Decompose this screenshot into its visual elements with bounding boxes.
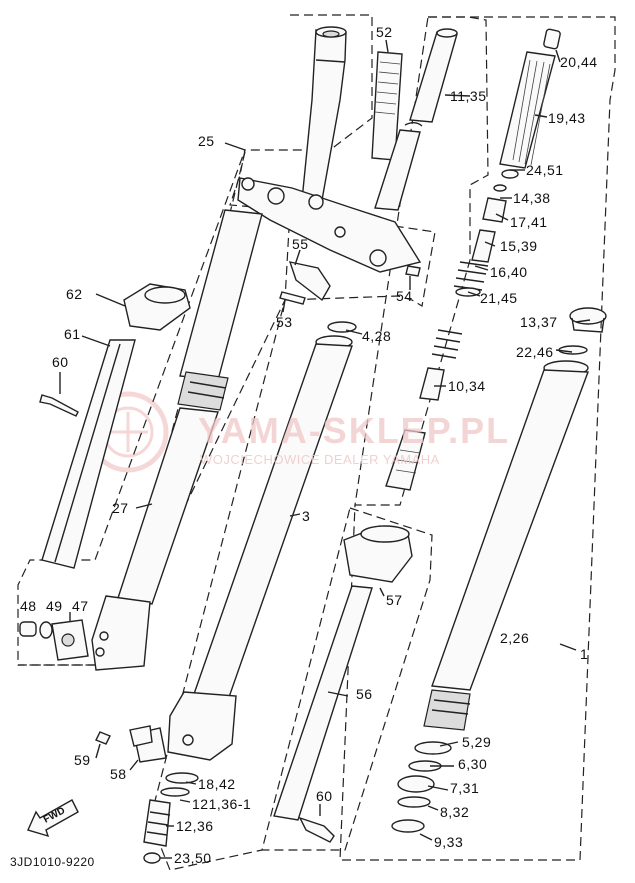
- callout-60-right: 60: [316, 788, 333, 804]
- callout-56: 56: [356, 686, 373, 702]
- outline-group-3: [149, 209, 291, 871]
- callout-17-41: 17,41: [510, 214, 548, 230]
- callout-59: 59: [74, 752, 91, 768]
- callout-49: 49: [46, 598, 63, 614]
- callout-60-left: 60: [52, 354, 69, 370]
- callout-19-43: 19,43: [548, 110, 586, 126]
- outline-group-1: [339, 16, 616, 861]
- callout-27: 27: [112, 500, 129, 516]
- callout-57: 57: [386, 592, 403, 608]
- callout-25: 25: [198, 133, 215, 149]
- callout-23-50: 23,50: [174, 850, 212, 866]
- callout-55: 55: [292, 236, 309, 252]
- callout-47: 47: [72, 598, 89, 614]
- outline-group-11-35: [354, 16, 489, 506]
- fwd-arrow-icon: [27, 799, 79, 838]
- callout-2-26: 2,26: [500, 630, 530, 646]
- bolt-60-left: [39, 394, 79, 417]
- callout-12-36: 12,36: [176, 818, 214, 834]
- watermark-title: YAMA-SKLEP.PL: [198, 410, 511, 451]
- group-outlines: [17, 14, 616, 871]
- callout-8-32: 8,32: [440, 804, 470, 820]
- outline-group-27: [18, 151, 246, 666]
- clamp-62: [123, 283, 191, 331]
- cartridge-column: [385, 28, 561, 491]
- lower-bracket: [95, 691, 237, 763]
- outer-tube-25: [301, 26, 347, 201]
- callout-3: 3: [302, 508, 311, 524]
- callout-121-36-1: 121,36-1: [192, 796, 252, 812]
- outer-tube-2-26: [391, 307, 607, 833]
- callout-62: 62: [66, 286, 83, 302]
- callout-1: 1: [580, 646, 589, 662]
- callout-5-29: 5,29: [462, 734, 492, 750]
- bracket-55: [279, 261, 421, 305]
- fork-crown: [237, 177, 422, 273]
- callout-21-45: 21,45: [480, 290, 518, 306]
- seal-stack-left: [143, 772, 199, 864]
- callout-54: 54: [396, 288, 413, 304]
- outline-group-56: [261, 507, 433, 851]
- axle-holder-47-49-48: [19, 619, 89, 661]
- callout-9-33: 9,33: [434, 834, 464, 850]
- fork-guard-56: [273, 525, 413, 843]
- callout-16-40: 16,40: [490, 264, 528, 280]
- callout-58: 58: [110, 766, 127, 782]
- callout-11-35: 11,35: [450, 88, 487, 104]
- outer-leg-27: [91, 209, 263, 671]
- leader-lines: [59, 39, 591, 859]
- callout-7-31: 7,31: [450, 780, 480, 796]
- callout-6-30: 6,30: [458, 756, 488, 772]
- callout-20-44: 20,44: [560, 54, 598, 70]
- damper-rod-11-35: [374, 28, 458, 211]
- fork-spring-52: [371, 51, 403, 161]
- watermark-subtitle: WOJCIECHOWICE DEALER YAMAHA: [200, 452, 440, 467]
- fork-guard-61: [41, 339, 136, 569]
- callout-53: 53: [276, 314, 293, 330]
- plate-58-bolt-59: [129, 725, 153, 747]
- diagram-code: 3JD1010-9220: [10, 855, 95, 869]
- callout-4-28: 4,28: [362, 328, 392, 344]
- callout-61: 61: [64, 326, 81, 342]
- callout-14-38: 14,38: [513, 190, 551, 206]
- callout-15-39: 15,39: [500, 238, 538, 254]
- callout-52: 52: [376, 24, 393, 40]
- callout-48: 48: [20, 598, 37, 614]
- callout-10-34: 10,34: [448, 378, 486, 394]
- callout-13-37: 13,37: [520, 314, 558, 330]
- callout-24-51: 24,51: [526, 162, 564, 178]
- callout-22-46: 22,46: [516, 344, 554, 360]
- outline-group-25: [17, 14, 436, 666]
- callout-18-42: 18,42: [198, 776, 236, 792]
